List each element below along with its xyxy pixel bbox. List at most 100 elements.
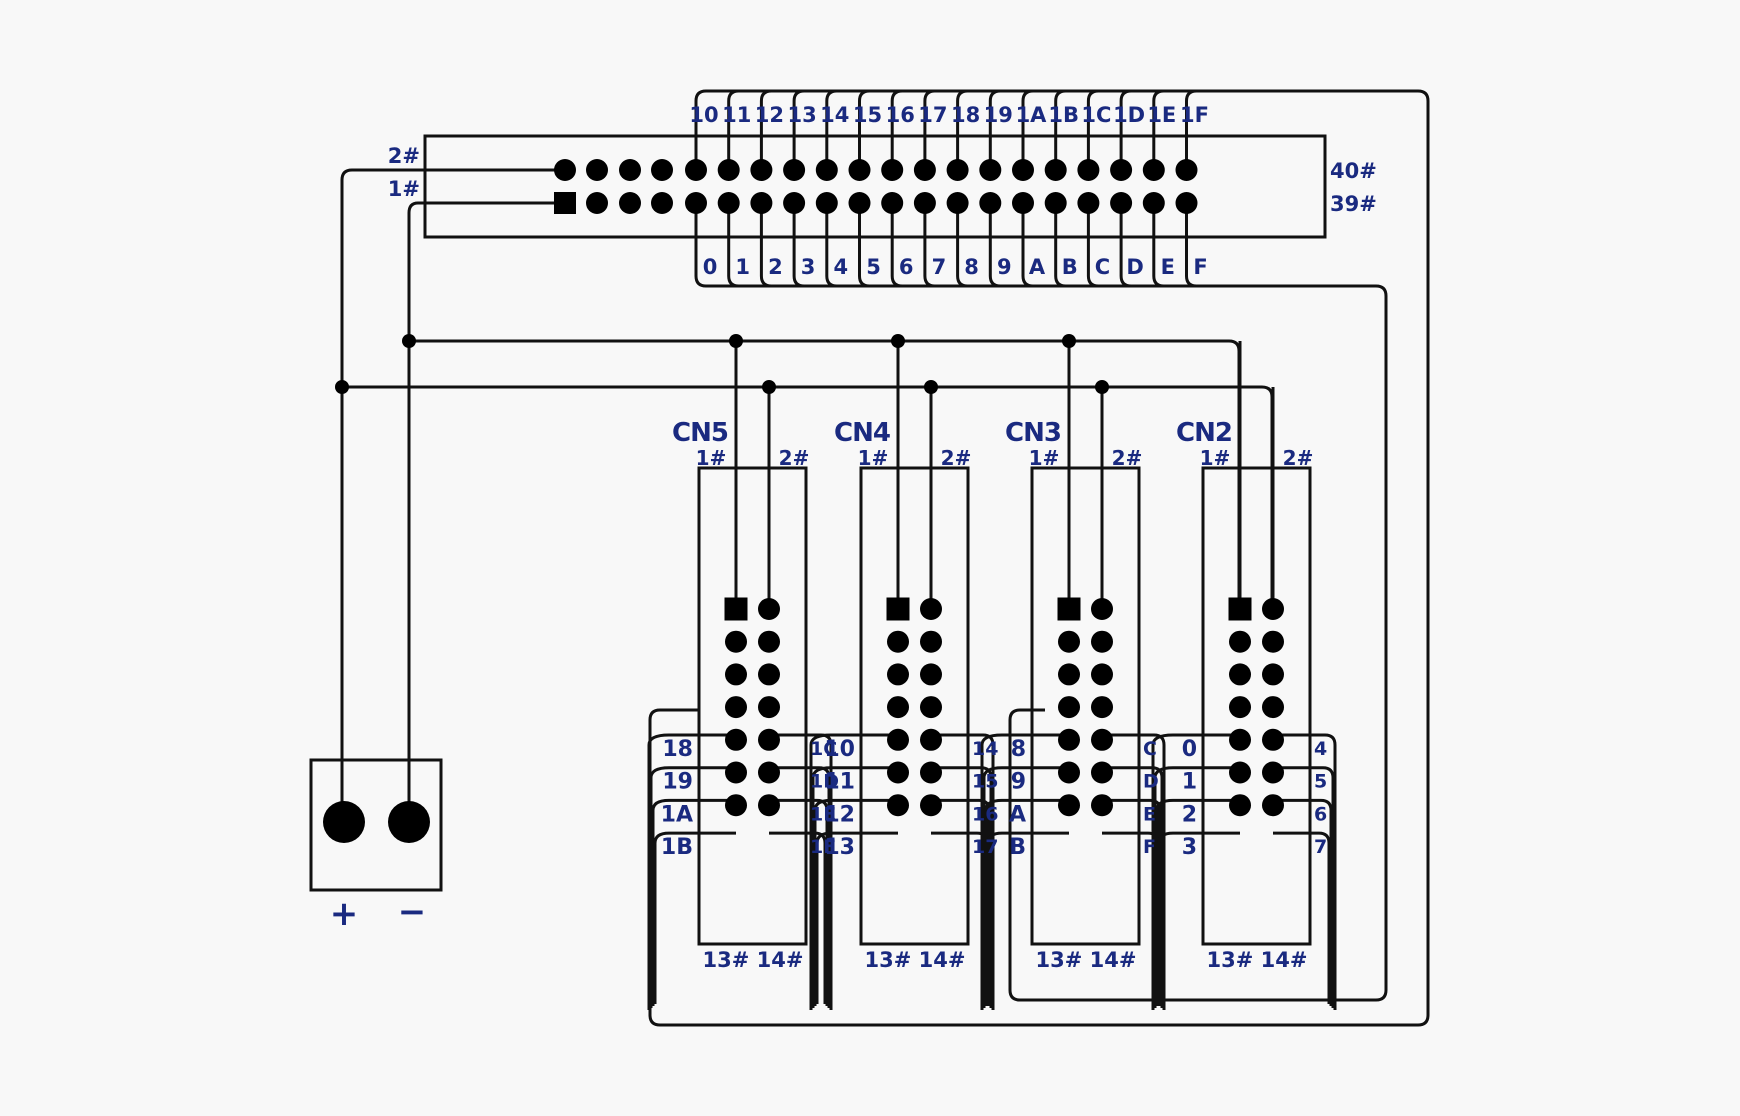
connector-pin-2 [920,598,942,620]
label-pin-39: 39# [1330,192,1377,216]
connector-pin [1091,728,1113,751]
connector-pin [758,696,780,719]
right-pin-label: F [1143,836,1156,858]
left-side-wire [1155,798,1240,1006]
connector-pin [725,696,747,719]
connector-label-pin1: 1# [696,446,727,470]
right-pin-label: 1F [810,836,836,858]
connector-pin [1091,794,1113,817]
connector-pin [758,794,780,817]
bottom-column-label: 1 [735,255,750,279]
connector-pin [920,794,942,817]
connector-pin [1262,630,1284,653]
junction-pin2 [924,380,938,394]
header-pin [815,192,838,214]
bottom-column-label: 6 [899,255,914,279]
left-side-wire [649,766,736,1008]
header-pin [586,159,608,181]
header-pin [1110,192,1133,214]
bottom-column-label: F [1193,255,1207,279]
junction-pin2 [762,380,776,394]
connector-pin-1-square [1057,597,1081,621]
plus-sign: + [330,894,359,934]
connector-title: CN2 [1176,418,1232,448]
header-pin [848,192,871,214]
bottom-column-label: 4 [833,255,848,279]
connector-label-pin1: 1# [1200,446,1231,470]
connector-pin [1229,663,1251,686]
header-pin [946,159,969,181]
right-side-wire [1273,766,1335,1008]
connector-bottom-label: 13# 14# [1036,948,1137,972]
connector-label-pin2: 2# [779,446,810,470]
left-pin-label: 2 [1182,802,1197,827]
header-pin [651,192,673,214]
bottom-column-label: 3 [801,255,816,279]
connector-pin [1229,794,1251,817]
connector-pin [920,696,942,719]
outer-loop-high [648,89,1430,1027]
top-column-label: 16 [886,103,915,127]
left-pin-label: 18 [662,737,693,762]
bottom-column-label: 5 [866,255,881,279]
rail-positive [342,385,1274,609]
left-side-wire [1153,766,1240,1008]
top-column-label: 1E [1147,103,1176,127]
pin-1-square [554,192,576,214]
top-column-label: 13 [787,103,816,127]
right-pin-label: D [1143,771,1159,793]
connector-bottom-label: 13# 14# [865,948,966,972]
left-pin-label: 0 [1182,737,1197,762]
left-side-wire [647,733,736,1010]
left-side-wire [811,766,898,1008]
connector-pin [1058,696,1080,719]
connector-pin [725,663,747,686]
header-pin [979,192,1002,214]
left-pin-label: 1A [661,802,693,827]
connector-pin [758,663,780,686]
connector-pin [1262,794,1284,817]
right-pin-label: 1E [810,803,836,825]
connector-pin [1262,728,1284,751]
pin-2 [554,159,576,181]
connector-outline-cn2 [1201,466,1312,946]
wire-pin2-to-plus [340,168,565,822]
connector-label-pin1: 1# [858,446,889,470]
top-column-label: 1C [1081,103,1111,127]
connector-pin [1058,794,1080,817]
connector-pin [725,630,747,653]
connector-pin [920,663,942,686]
left-side-wire [815,831,898,1004]
connector-pin [887,728,909,751]
header-pin [913,192,936,214]
junction-pin2 [1095,380,1109,394]
top-column-label: 1A [1016,103,1048,127]
connector-outline-cn4 [859,466,970,946]
junction-minus [402,334,416,348]
right-pin-label: 7 [1314,836,1327,858]
right-side-wire [1102,831,1160,1004]
left-pin-label: 13 [824,835,855,860]
top-wire [694,89,718,170]
right-side-wire [931,798,991,1006]
right-pin-label: C [1143,738,1157,760]
power-terminal-outline [309,758,443,892]
bottom-column-label: B [1062,255,1078,279]
header-pin [881,192,904,214]
left-pin-label: 1B [661,835,693,860]
pins [323,159,1284,843]
connector-pin [1058,663,1080,686]
header-pin [651,159,673,181]
left-pin-label: 1 [1182,770,1197,795]
right-side-wire [931,831,989,1004]
right-side-wire [1102,798,1162,1006]
bottom-wire [694,203,718,288]
connector-pin-1-square [724,597,748,621]
label-pin-1: 1# [388,177,420,201]
top-column-label: 14 [820,103,849,127]
left-side-wire [980,733,1069,1010]
connector-pin [887,761,909,784]
header-pin [619,159,641,181]
